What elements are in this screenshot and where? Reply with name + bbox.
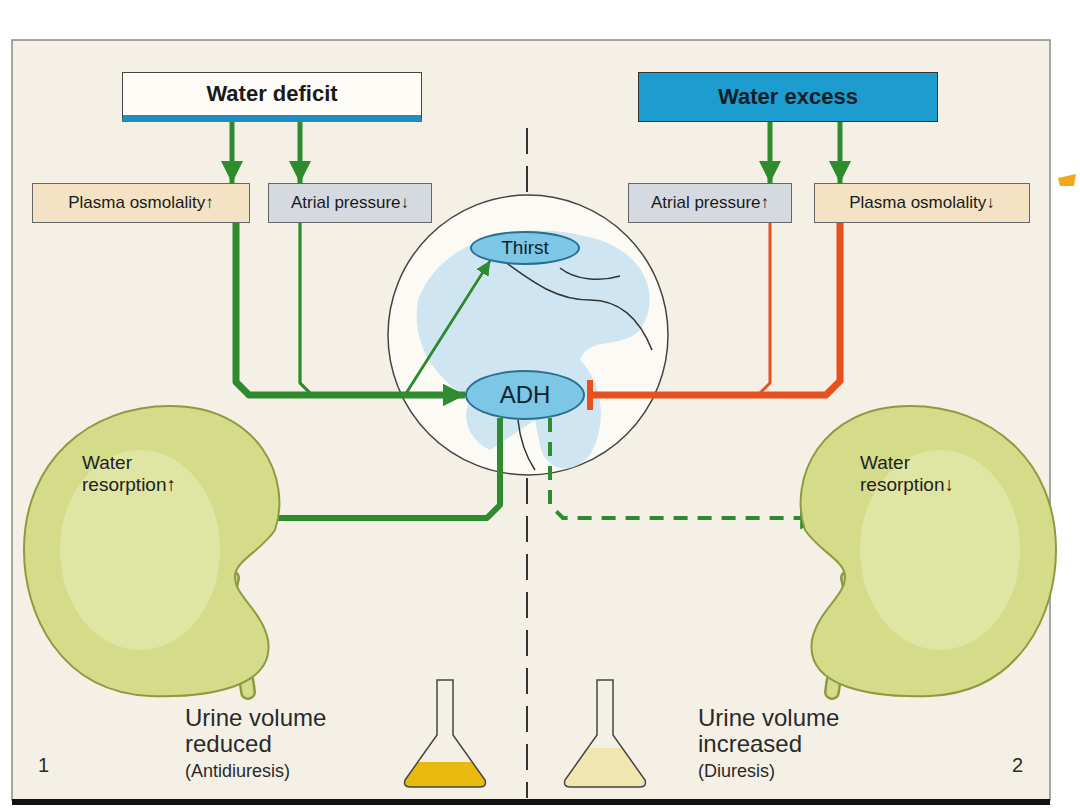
node-text: Water resorption↓ [860, 452, 980, 496]
kidney-outline [20, 400, 300, 700]
flask-concentrated [405, 680, 486, 787]
stimulation-arrow [236, 223, 465, 395]
kidney-outline [24, 406, 279, 696]
node-text: Thirst [501, 237, 549, 259]
urine-liquid [405, 762, 486, 787]
inhibition-arrow [587, 223, 770, 395]
kidney-shape: Water resorption↓ [780, 400, 1060, 700]
kidney-outline [801, 406, 1056, 696]
divider-line [526, 128, 528, 192]
bottom-rule [12, 799, 1050, 805]
stimulation-arrow [550, 418, 820, 518]
hormone-ellipse: ADH [465, 370, 585, 420]
urine-label: Urine volume increased [698, 705, 918, 758]
hypothalamus-region [417, 230, 650, 468]
node-text: ADH [500, 381, 551, 409]
kidney-outline [24, 406, 279, 696]
brain-outline [505, 262, 652, 350]
flask-dilute [565, 680, 646, 787]
kidney-outline [801, 406, 1056, 696]
stimulus-box: Plasma osmolality↑ [32, 183, 250, 223]
stimulus-box: Atrial pressure↑ [628, 183, 792, 223]
stimulation-arrow [236, 223, 490, 395]
node-text: Atrial pressure↑ [651, 193, 769, 213]
stimulation-arrow [768, 122, 773, 183]
panel-number: 1 [38, 754, 49, 776]
urine-liquid [565, 748, 646, 787]
stimulation-arrow [298, 122, 303, 183]
brain-circle [388, 195, 668, 475]
divider-line [526, 478, 528, 798]
page-marker [1058, 174, 1076, 186]
node-text: Atrial pressure↓ [291, 193, 409, 213]
panel-number: 2 [1012, 754, 1023, 776]
flask-outline [565, 680, 646, 787]
stimulus-box: Plasma osmolality↓ [814, 183, 1030, 223]
urine-label: Urine volume reduced [185, 705, 385, 758]
urine-note: (Diuresis) [698, 762, 775, 782]
condition-box: Water deficit [122, 72, 422, 122]
node-text: Water resorption↑ [82, 452, 202, 496]
condition-box: Water excess [638, 72, 938, 122]
pituitary-stalk [518, 420, 535, 470]
flask-outline [405, 680, 486, 787]
stimulation-arrow [300, 223, 490, 395]
node-text: Plasma osmolality↓ [849, 193, 995, 213]
stimulation-arrow [300, 223, 465, 395]
kidney-highlight [860, 450, 1020, 650]
stimulation-arrow [838, 122, 843, 183]
thirst-ellipse: Thirst [470, 231, 580, 265]
inhibition-arrow [587, 223, 840, 395]
node-text: Water excess [718, 84, 858, 110]
node-text: Water deficit [206, 81, 337, 107]
node-text: Plasma osmolality↑ [68, 193, 214, 213]
kidney-shape: Water resorption↑ [20, 400, 300, 700]
stimulus-box: Atrial pressure↓ [268, 183, 432, 223]
brain-outline [560, 268, 620, 279]
kidney-highlight [60, 450, 220, 650]
kidney-outline [780, 400, 1060, 700]
stimulation-arrow [230, 122, 235, 183]
urine-note: (Antidiuresis) [185, 762, 290, 782]
